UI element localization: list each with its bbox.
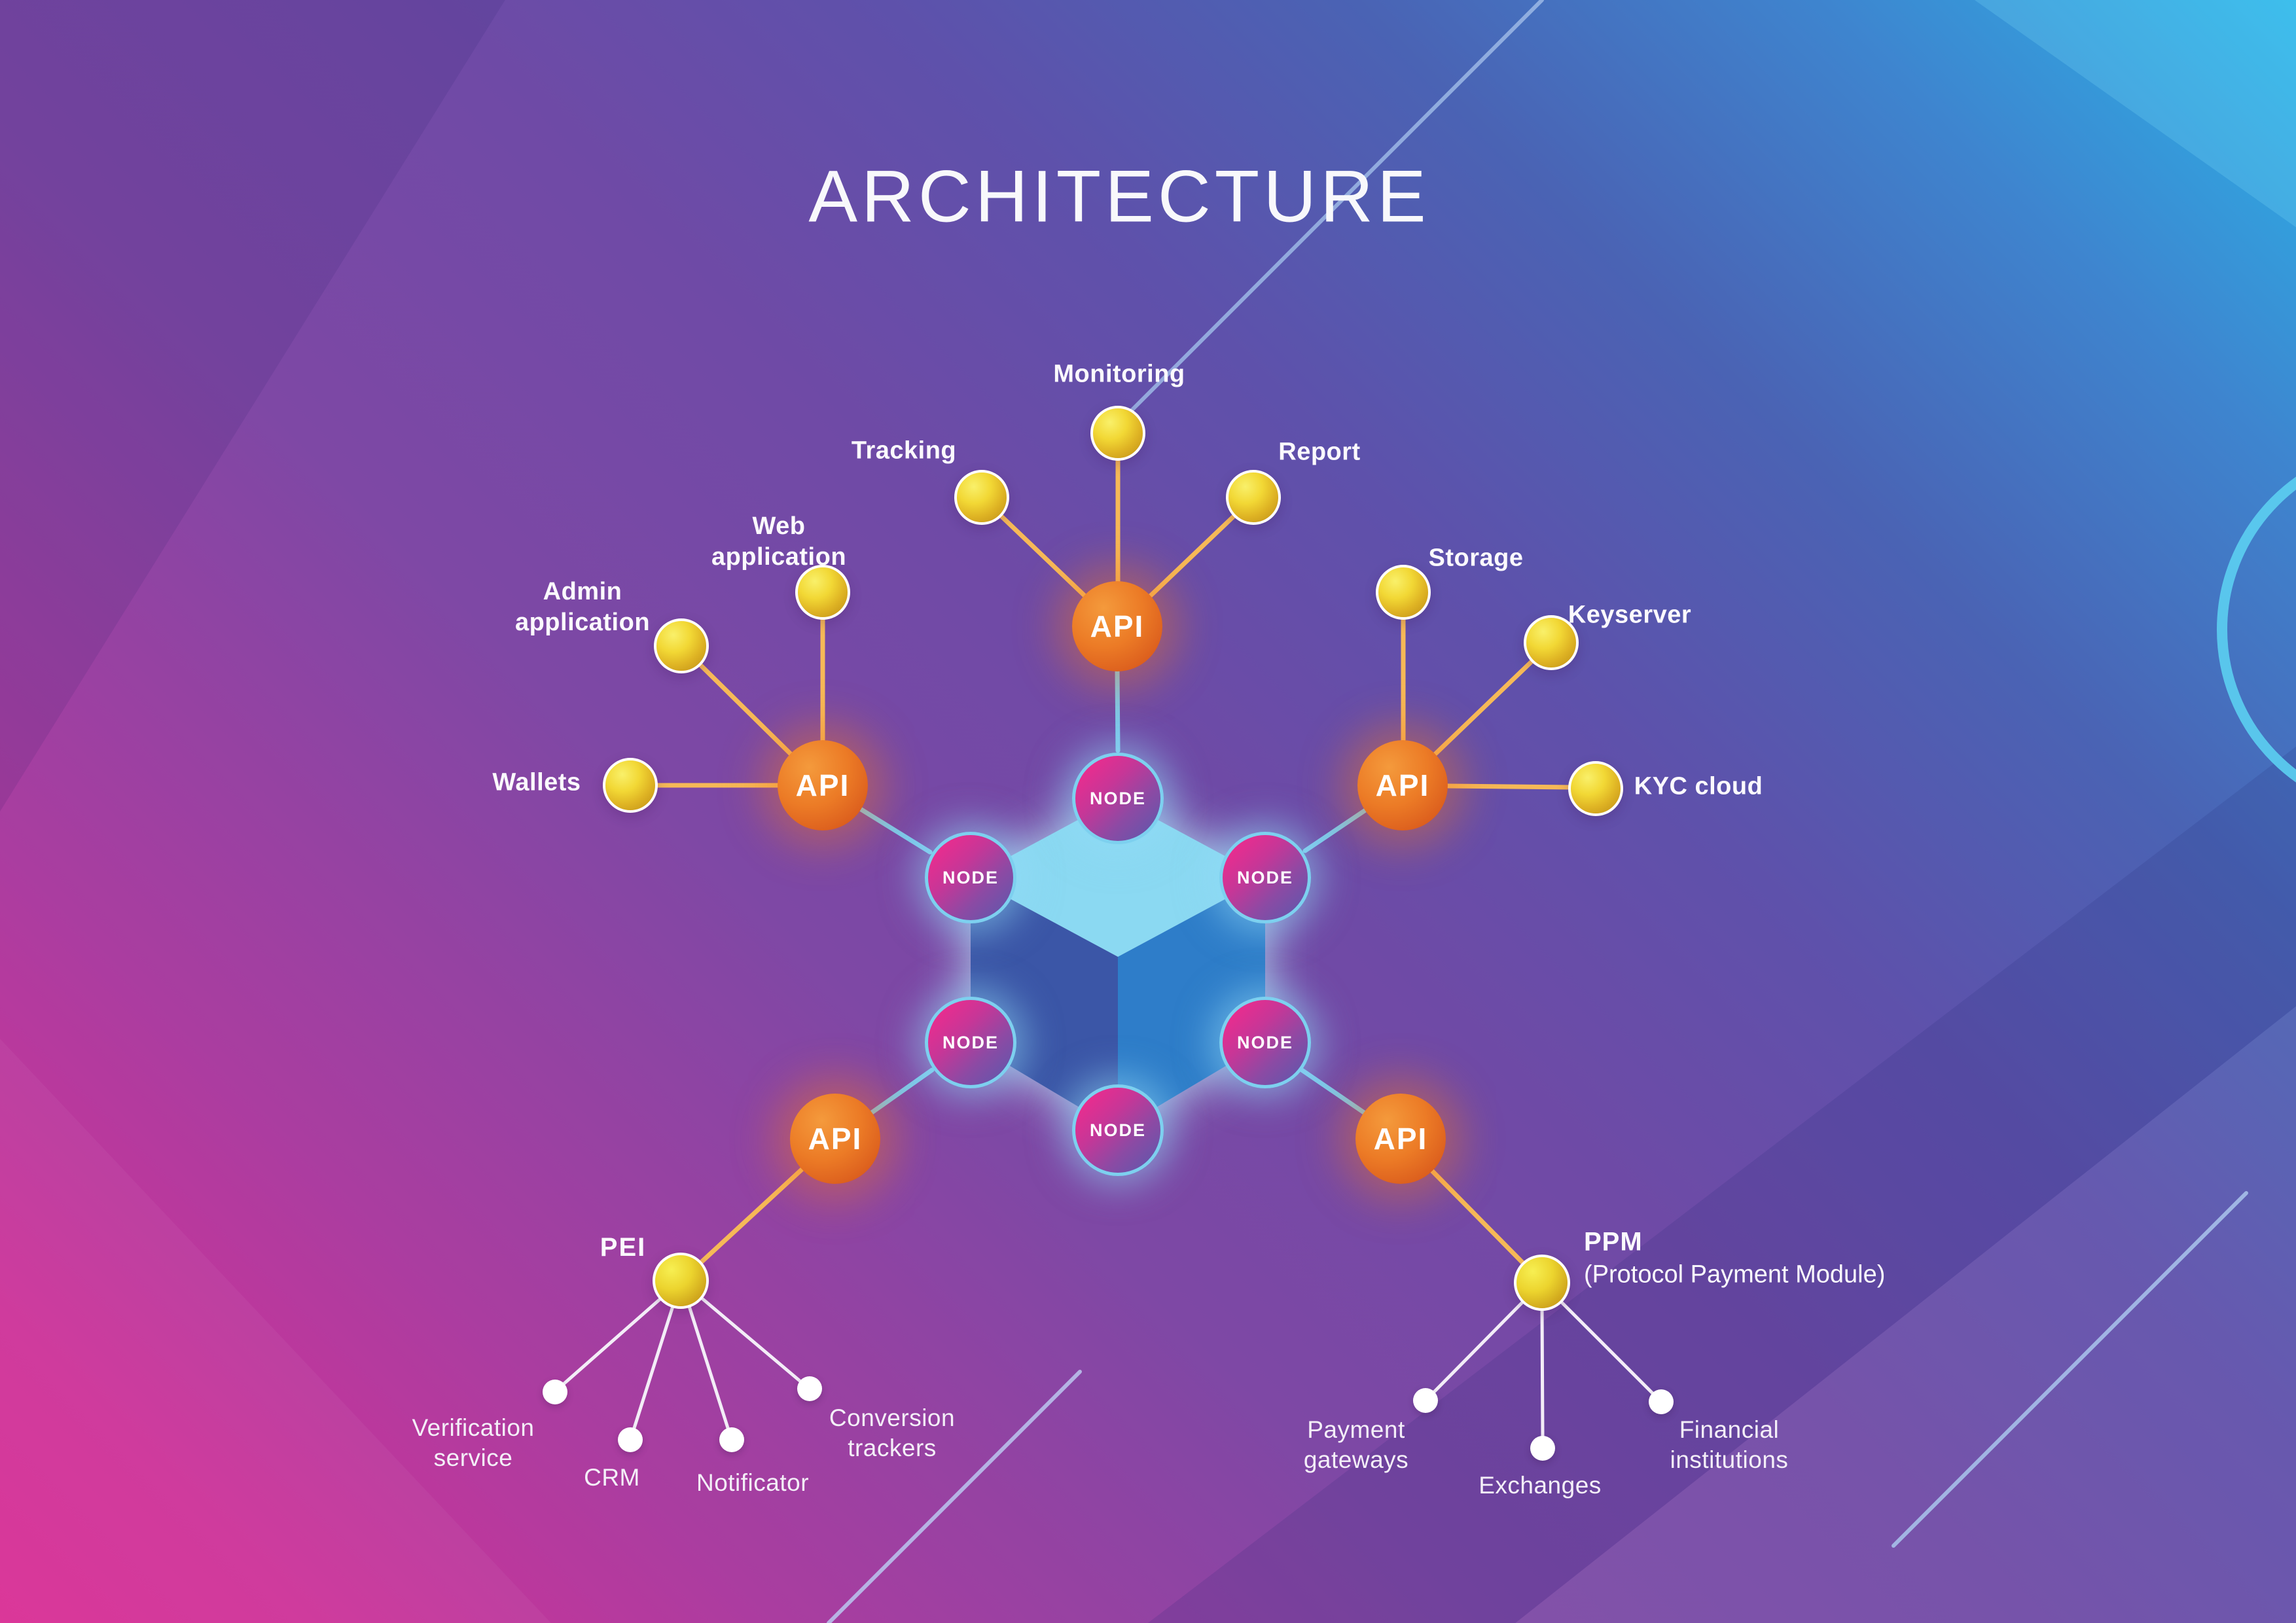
node-ball-upper-left: NODE <box>925 832 1016 923</box>
child-ball-crm <box>618 1427 643 1452</box>
hub-ball-pei <box>653 1253 709 1309</box>
page-title: ARCHITECTURE <box>808 155 1430 238</box>
child-ball-payment-gateways <box>1413 1388 1438 1413</box>
cube-right-face <box>1118 878 1265 1130</box>
service-ball-report <box>1226 470 1281 525</box>
connector-pei-crm <box>632 1302 675 1430</box>
child-ball-conversion-trackers <box>797 1376 822 1401</box>
connector-apileft-node <box>859 807 933 855</box>
label-ppm: PPM <box>1584 1227 1643 1257</box>
child-ball-exchanges <box>1530 1436 1555 1461</box>
label-report: Report <box>1278 438 1361 466</box>
white-connectors <box>562 1294 1655 1438</box>
connector-ppm-financial <box>1558 1298 1655 1395</box>
label-ppm-subtitle: (Protocol Payment Module) <box>1584 1260 1886 1289</box>
connector-node-apibl <box>869 1067 935 1115</box>
api-ball-bottom-left: API <box>790 1094 880 1184</box>
label-notificator: Notificator <box>696 1469 810 1497</box>
api-ball-top: API <box>1072 581 1162 671</box>
blue-connectors <box>859 669 1368 1115</box>
label-kyc-cloud: KYC cloud <box>1634 772 1763 800</box>
label-verification-service: Verification service <box>412 1414 535 1471</box>
node-ball-lower-left: NODE <box>925 997 1016 1088</box>
connector-tracking-api <box>997 512 1088 599</box>
decor-line-bottom-right <box>1892 1191 2248 1548</box>
service-ball-wallets <box>603 758 658 813</box>
label-pei: PEI <box>600 1233 647 1262</box>
label-payment-gateways: Payment gateways <box>1303 1416 1409 1473</box>
api-ball-right: API <box>1357 740 1448 830</box>
connector-apiright-node <box>1302 808 1368 853</box>
decor-line-bottom-left <box>827 1370 1082 1623</box>
service-ball-web-application <box>795 565 850 620</box>
child-ball-notificator <box>719 1427 744 1452</box>
service-ball-monitoring <box>1090 406 1145 461</box>
label-tracking: Tracking <box>851 437 957 465</box>
node-ball-top: NODE <box>1072 753 1164 844</box>
label-exchanges: Exchanges <box>1479 1472 1602 1499</box>
decor-line-title <box>1126 0 1544 416</box>
label-web-application: Web application <box>711 512 847 571</box>
connector-node-apibr <box>1299 1067 1367 1115</box>
label-keyserver: Keyserver <box>1568 601 1692 629</box>
orange-connectors <box>653 455 1573 1266</box>
label-monitoring: Monitoring <box>1053 360 1185 388</box>
hub-ball-ppm <box>1514 1255 1570 1311</box>
label-wallets: Wallets <box>492 768 581 796</box>
label-crm: CRM <box>584 1464 640 1491</box>
decor-ring <box>2217 476 2296 783</box>
label-conversion-trackers: Conversion trackers <box>829 1404 956 1461</box>
connector-report-api <box>1147 512 1238 599</box>
connector-pei-conversion <box>698 1294 802 1383</box>
api-ball-left: API <box>778 740 868 830</box>
label-financial-institutions: Financial institutions <box>1670 1416 1789 1473</box>
service-ball-tracking <box>954 470 1009 525</box>
connector-pei-verification <box>562 1295 664 1385</box>
node-ball-lower-right: NODE <box>1219 997 1311 1088</box>
label-admin-application: Admin application <box>514 577 651 636</box>
connector-adminapp-api <box>696 661 794 757</box>
api-ball-bottom-right: API <box>1355 1094 1446 1184</box>
connector-kyc-api <box>1445 783 1573 790</box>
label-storage: Storage <box>1428 544 1524 572</box>
connector-keyserver-api <box>1433 659 1534 757</box>
service-ball-storage <box>1376 565 1431 620</box>
service-ball-kyc-cloud <box>1568 761 1623 816</box>
cube-left-face <box>971 878 1118 1130</box>
connector-ppm-exchanges <box>1540 1306 1545 1438</box>
child-ball-verification-service <box>543 1380 567 1404</box>
connector-apitop-node <box>1115 669 1121 753</box>
connector-api-pei <box>698 1167 804 1265</box>
service-ball-admin-application <box>654 618 709 673</box>
label-ppm-block: PPM (Protocol Payment Module) <box>1584 1224 1885 1291</box>
connector-ppm-payment <box>1432 1298 1526 1394</box>
node-ball-upper-right: NODE <box>1219 832 1311 923</box>
node-ball-bottom: NODE <box>1072 1084 1164 1176</box>
connector-pei-notificator <box>687 1302 730 1430</box>
child-ball-financial-institutions <box>1649 1389 1674 1414</box>
service-ball-keyserver <box>1524 615 1579 670</box>
connector-api-ppm <box>1429 1168 1526 1266</box>
